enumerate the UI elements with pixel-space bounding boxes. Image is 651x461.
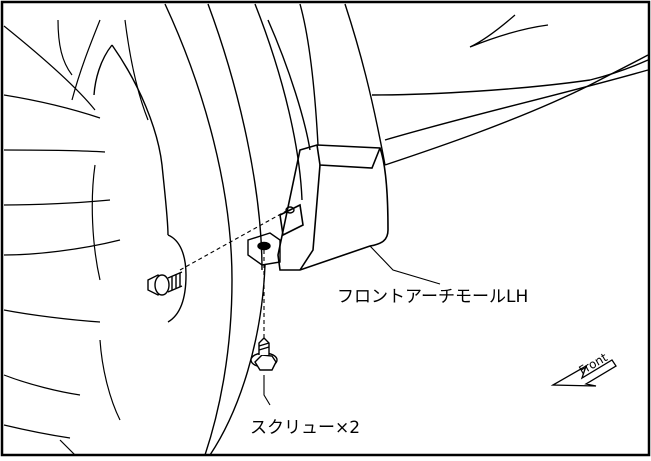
front-arch-molding	[277, 144, 389, 271]
body-crease	[469, 14, 549, 48]
wheel-arch-arcs	[164, 3, 311, 456]
mounting-bracket	[247, 206, 295, 266]
front-direction-label: Front	[577, 350, 611, 377]
tire-lines	[3, 19, 149, 456]
screw-leader-line	[263, 375, 271, 406]
screw-icon	[250, 337, 278, 371]
bolt-icon	[147, 271, 183, 296]
molding-label: フロントアーチモールLH	[337, 287, 528, 307]
fastener-guide-lines	[179, 209, 289, 340]
front-direction-arrow	[550, 359, 617, 387]
molding-leader-line	[369, 245, 441, 285]
fender-lines	[93, 3, 649, 323]
screw-label: スクリュー×2	[250, 418, 360, 438]
